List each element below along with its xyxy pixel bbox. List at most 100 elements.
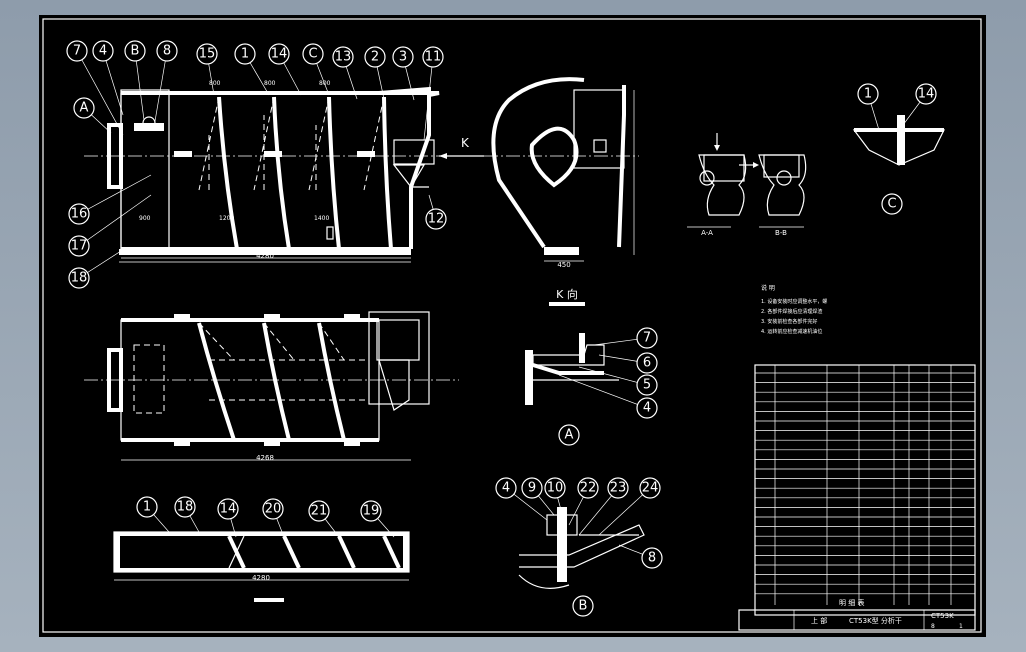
callout-bubble-c4 (92, 40, 114, 62)
callout-bubble-c12 (425, 208, 447, 230)
title-scale: 1 (959, 623, 963, 630)
callout-label-c16: 16 (71, 207, 88, 222)
callout-bubble-f19 (360, 500, 382, 522)
callout-bubble-db8 (641, 547, 663, 569)
callout-bubble-db23 (607, 477, 629, 499)
callout-leader-da5 (578, 366, 648, 386)
callout-bubble-c15 (196, 43, 218, 65)
callout-label-dbB: B (579, 599, 588, 614)
title-name: CT53K型 分析干 (849, 616, 902, 625)
callout-label-c14: 14 (271, 47, 288, 62)
callout-bubble-c2 (364, 46, 386, 68)
callout-bubble-c7 (66, 40, 88, 62)
front-view: 4280 800 800 800 900 1200 1400 (84, 80, 459, 263)
notes: 说 明 1. 设备安装时应调整水平，螺 2. 各部件焊接后应清理焊渣 3. 安装… (761, 284, 827, 335)
callout-label-da5: 5 (643, 378, 651, 393)
callout-bubble-da6 (636, 352, 658, 374)
svg-text:A-A: A-A (701, 229, 713, 237)
title-designation: CT53K (931, 612, 954, 620)
callout-label-db4: 4 (502, 481, 510, 496)
top-view: 4268 (84, 311, 459, 462)
drawing-viewport[interactable]: 4280 800 800 800 900 1200 1400 K (39, 15, 986, 637)
callout-bubble-f1 (136, 496, 158, 518)
callout-bubble-dc14 (915, 83, 937, 105)
callout-bubble-f20 (262, 498, 284, 520)
callout-label-daA: A (565, 428, 574, 443)
detail-a (525, 333, 619, 405)
svg-text:2. 各部件焊接后应清理焊渣: 2. 各部件焊接后应清理焊渣 (761, 308, 822, 315)
detail-c (852, 115, 945, 166)
callout-label-c17: 17 (71, 239, 88, 254)
svg-text:4. 运转前应检查减速机油位: 4. 运转前应检查减速机油位 (761, 328, 822, 335)
small-section-views: A-A B-B (687, 133, 807, 237)
svg-text:3. 安装前检查各部件完好: 3. 安装前检查各部件完好 (761, 318, 817, 325)
callout-label-c8: 8 (163, 44, 171, 59)
callout-label-db23: 23 (610, 481, 627, 496)
callout-bubble-c14 (268, 43, 290, 65)
parts-list: 上 部 CT53K型 分析干 CT53K 8 1 明 细 表 (738, 364, 976, 631)
callout-bubble-da4 (636, 397, 658, 419)
callout-label-da4: 4 (643, 401, 651, 416)
svg-text:明 细 表: 明 细 表 (839, 598, 864, 607)
callout-label-dc14: 14 (918, 87, 935, 102)
callout-label-da6: 6 (643, 356, 651, 371)
svg-text:900: 900 (139, 215, 151, 222)
callout-leader-c16 (78, 174, 152, 215)
callout-bubble-c8 (156, 40, 178, 62)
callout-label-c3: 3 (399, 50, 407, 65)
callout-leader-c7 (76, 50, 124, 136)
callout-label-c18: 18 (71, 271, 88, 286)
callout-bubble-cC (302, 43, 324, 65)
callout-bubble-da7 (636, 327, 658, 349)
callout-label-da7: 7 (643, 331, 651, 346)
callout-bubble-c16 (68, 203, 90, 225)
k-arrow: K (439, 136, 484, 159)
callout-bubble-daA (558, 424, 580, 446)
callout-label-db22: 22 (580, 481, 597, 496)
callout-bubble-db10 (544, 477, 566, 499)
callout-label-dc1: 1 (864, 87, 872, 102)
callout-label-c15: 15 (199, 47, 216, 62)
drawing-border (42, 18, 982, 633)
callout-bubble-db24 (639, 477, 661, 499)
callout-label-cA: A (80, 101, 89, 116)
callout-label-f20: 20 (265, 502, 282, 517)
callout-bubble-f18 (174, 496, 196, 518)
svg-text:800: 800 (264, 80, 276, 87)
callout-bubble-db9 (521, 477, 543, 499)
callout-label-db8: 8 (648, 551, 656, 566)
top-overall-dim: 4268 (256, 454, 274, 462)
callout-label-f14: 14 (220, 502, 237, 517)
callout-bubble-c3 (392, 46, 414, 68)
callout-label-c7: 7 (73, 44, 81, 59)
callout-bubble-db22 (577, 477, 599, 499)
callout-label-c4: 4 (99, 44, 107, 59)
callout-label-dcC: C (887, 197, 896, 212)
callout-label-db9: 9 (528, 481, 536, 496)
callout-label-db10: 10 (547, 481, 564, 496)
callout-label-c2: 2 (371, 50, 379, 65)
front-overall-dim: 4280 (256, 252, 274, 260)
callout-bubble-dbB (572, 595, 594, 617)
frame-overall-dim: 4280 (252, 574, 270, 582)
callout-bubble-dc1 (857, 83, 879, 105)
frame-view: 4280 (113, 531, 410, 602)
callout-label-c12: 12 (428, 212, 445, 227)
title-sheet-no: 8 (931, 623, 935, 630)
callout-label-c11: 11 (425, 50, 442, 65)
callout-leader-da4 (558, 374, 648, 409)
callout-bubble-c18 (68, 267, 90, 289)
callout-bubble-cA (73, 97, 95, 119)
callout-leader-c17 (78, 194, 152, 247)
callout-label-c1: 1 (241, 47, 249, 62)
callout-label-f1: 1 (143, 500, 151, 515)
callout-bubble-f21 (308, 500, 330, 522)
callout-bubble-c17 (68, 235, 90, 257)
callout-label-cC: C (308, 47, 317, 62)
callout-bubble-c11 (422, 46, 444, 68)
k-arrow-label: K (461, 136, 470, 150)
callout-bubble-f14 (217, 498, 239, 520)
svg-text:说 明: 说 明 (761, 284, 775, 292)
callout-leader-db24 (598, 487, 651, 536)
cad-drawing: 4280 800 800 800 900 1200 1400 K (42, 18, 982, 633)
